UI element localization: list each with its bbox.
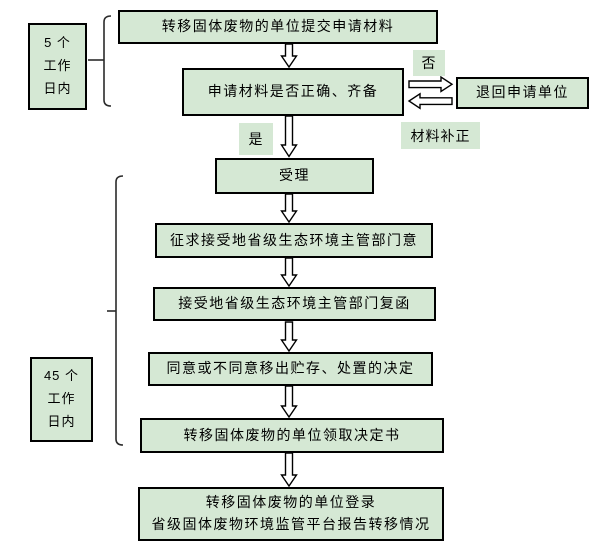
forty-five-days-line3: 日内 — [47, 413, 76, 429]
node-return-to-applicant: 退回申请单位 — [456, 77, 589, 109]
left-arrow-icon-return-to-check — [407, 92, 453, 110]
node-decision: 同意或不同意移出贮存、处置的决定 — [148, 352, 433, 386]
down-arrow-icon-receive-to-report — [280, 452, 298, 488]
node-submit-application-label: 转移固体废物的单位提交申请材料 — [161, 18, 395, 35]
forty-five-days-brace-icon — [107, 175, 124, 446]
node-submit-application: 转移固体废物的单位提交申请材料 — [118, 10, 438, 44]
down-arrow-icon-consult-to-reply — [280, 257, 298, 288]
down-arrow-icon-accept-to-consult — [280, 193, 298, 224]
node-accept: 受理 — [215, 158, 374, 194]
five-days-line3: 日内 — [43, 80, 72, 96]
node-check-materials: 申请材料是否正确、齐备 — [182, 68, 404, 116]
down-arrow-icon-reply-to-decision — [280, 321, 298, 353]
node-receiving-authority-reply: 接受地省级生态环境主管部门复函 — [153, 287, 436, 321]
edge-label-material-supplement: 材料补正 — [401, 122, 480, 149]
node-report-on-platform-line1: 转移固体废物的单位登录 — [205, 494, 377, 511]
node-report-on-platform-line2: 省级固体废物环境监管平台报告转移情况 — [151, 516, 431, 532]
five-days-line2: 工作 — [43, 58, 72, 74]
node-receiving-authority-reply-label: 接受地省级生态环境主管部门复函 — [178, 295, 411, 312]
node-consult-receiving-authority-label: 征求接受地省级生态环境主管部门意 — [170, 231, 418, 248]
down-arrow-icon-check-to-accept — [280, 115, 298, 158]
node-report-on-platform: 转移固体废物的单位登录 省级固体废物环境监管平台报告转移情况 — [138, 487, 444, 541]
node-return-to-applicant-label: 退回申请单位 — [476, 84, 569, 101]
forty-five-days-line1: 45 个 — [43, 368, 80, 384]
five-days-line1: 5 个 — [44, 35, 71, 51]
right-arrow-icon-check-to-return — [408, 75, 454, 93]
node-check-materials-label: 申请材料是否正确、齐备 — [207, 83, 379, 100]
down-arrow-icon-decision-to-receive — [280, 385, 298, 419]
node-decision-label: 同意或不同意移出贮存、处置的决定 — [166, 360, 415, 377]
five-days-label-box: 5 个 工作 日内 — [28, 23, 87, 110]
five-days-brace-icon — [88, 15, 112, 107]
edge-label-no: 否 — [413, 50, 445, 76]
edge-label-yes: 是 — [239, 123, 273, 155]
node-consult-receiving-authority: 征求接受地省级生态环境主管部门意 — [155, 223, 433, 258]
node-accept-label: 受理 — [279, 167, 310, 184]
node-receive-decision-label: 转移固体废物的单位领取决定书 — [183, 426, 401, 443]
down-arrow-icon-submit-to-check — [280, 43, 298, 69]
forty-five-days-line2: 工作 — [47, 391, 76, 407]
node-receive-decision: 转移固体废物的单位领取决定书 — [140, 418, 444, 453]
forty-five-days-label-box: 45 个 工作 日内 — [30, 357, 93, 442]
